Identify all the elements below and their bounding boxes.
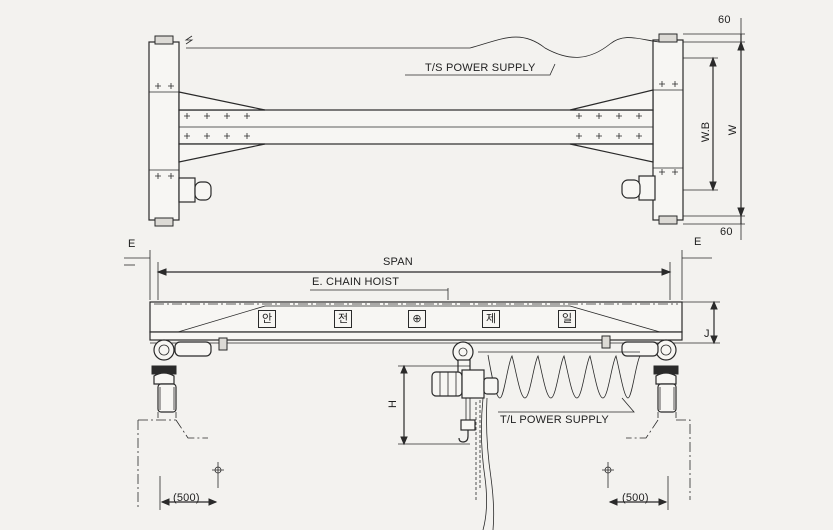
hoist-gearbox: [483, 377, 499, 395]
ts-power-supply-label: T/S POWER SUPPLY: [425, 62, 536, 74]
span-label: SPAN: [383, 256, 413, 268]
ts-label-leader: [405, 63, 556, 76]
ts-power-cable: [186, 36, 661, 58]
girder-bolts: [155, 81, 678, 179]
right-end-carriage: [652, 39, 684, 221]
left-end-wheel: [153, 339, 175, 361]
ts-cable-clamp: [184, 35, 194, 45]
right-end-wheel: [655, 339, 677, 361]
left-end-carriage: [148, 41, 180, 221]
right-upper-gusset: [569, 89, 654, 111]
right-clearance-label: (500): [622, 492, 649, 504]
hoist-label: E. CHAIN HOIST: [312, 276, 400, 288]
girder-height-label: J: [704, 328, 710, 340]
top-dimension-60: 60: [718, 14, 731, 26]
left-wheel-top: [154, 35, 174, 45]
girder-glyph-1: 안: [258, 310, 276, 328]
left-drive-housing: [178, 177, 196, 203]
left-drive-motor: [194, 181, 212, 201]
right-drive-motor: [621, 179, 641, 199]
girder-bottom-flange: [149, 331, 683, 341]
left-drive-unit: [174, 341, 212, 357]
left-rail-clamp: [151, 365, 177, 375]
left-column-centre: [212, 462, 224, 488]
right-buffer: [601, 335, 611, 349]
left-column-outline: [137, 412, 208, 510]
right-lower-gusset: [569, 143, 654, 163]
lift-height-label: H: [386, 400, 399, 408]
hook: [458, 430, 469, 443]
wheel-base-label: W.B: [700, 121, 713, 143]
hoist-motor: [431, 371, 463, 397]
right-wheel-top: [658, 33, 678, 43]
left-upper-gusset: [178, 91, 266, 111]
left-end-clearance-label: E: [128, 238, 136, 250]
left-lower-gusset: [178, 143, 266, 163]
right-drive-unit: [621, 341, 659, 357]
width-label: W: [727, 124, 740, 136]
right-end-clearance-label: E: [694, 236, 702, 248]
hoist-trolley-wheel: [452, 341, 474, 363]
girder-glyph-5: 일: [558, 310, 576, 328]
right-runway-beam: [657, 383, 677, 413]
left-runway-beam: [157, 383, 177, 413]
right-wheel-bottom: [658, 215, 678, 225]
tl-label-leader: [498, 397, 635, 413]
right-drive-housing: [638, 175, 656, 201]
tl-power-supply-label: T/L POWER SUPPLY: [500, 414, 609, 426]
bottom-dimension-60: 60: [720, 226, 733, 238]
pendant-cable: [481, 397, 487, 530]
hoist-body: [461, 369, 485, 399]
side-view: [124, 250, 720, 530]
right-column-centre: [602, 462, 614, 488]
left-buffer: [218, 337, 228, 351]
festoon-cable: [487, 354, 641, 399]
left-clearance-label: (500): [173, 492, 200, 504]
left-wheel-bottom: [154, 217, 174, 227]
hook-block: [460, 419, 476, 431]
girder-glyph-3: ⊕: [408, 310, 426, 328]
top-view: [148, 18, 745, 240]
right-column-outline: [626, 412, 691, 500]
girder-glyph-2: 전: [334, 310, 352, 328]
girder-glyph-4: 제: [482, 310, 500, 328]
right-rail-clamp: [653, 365, 679, 375]
